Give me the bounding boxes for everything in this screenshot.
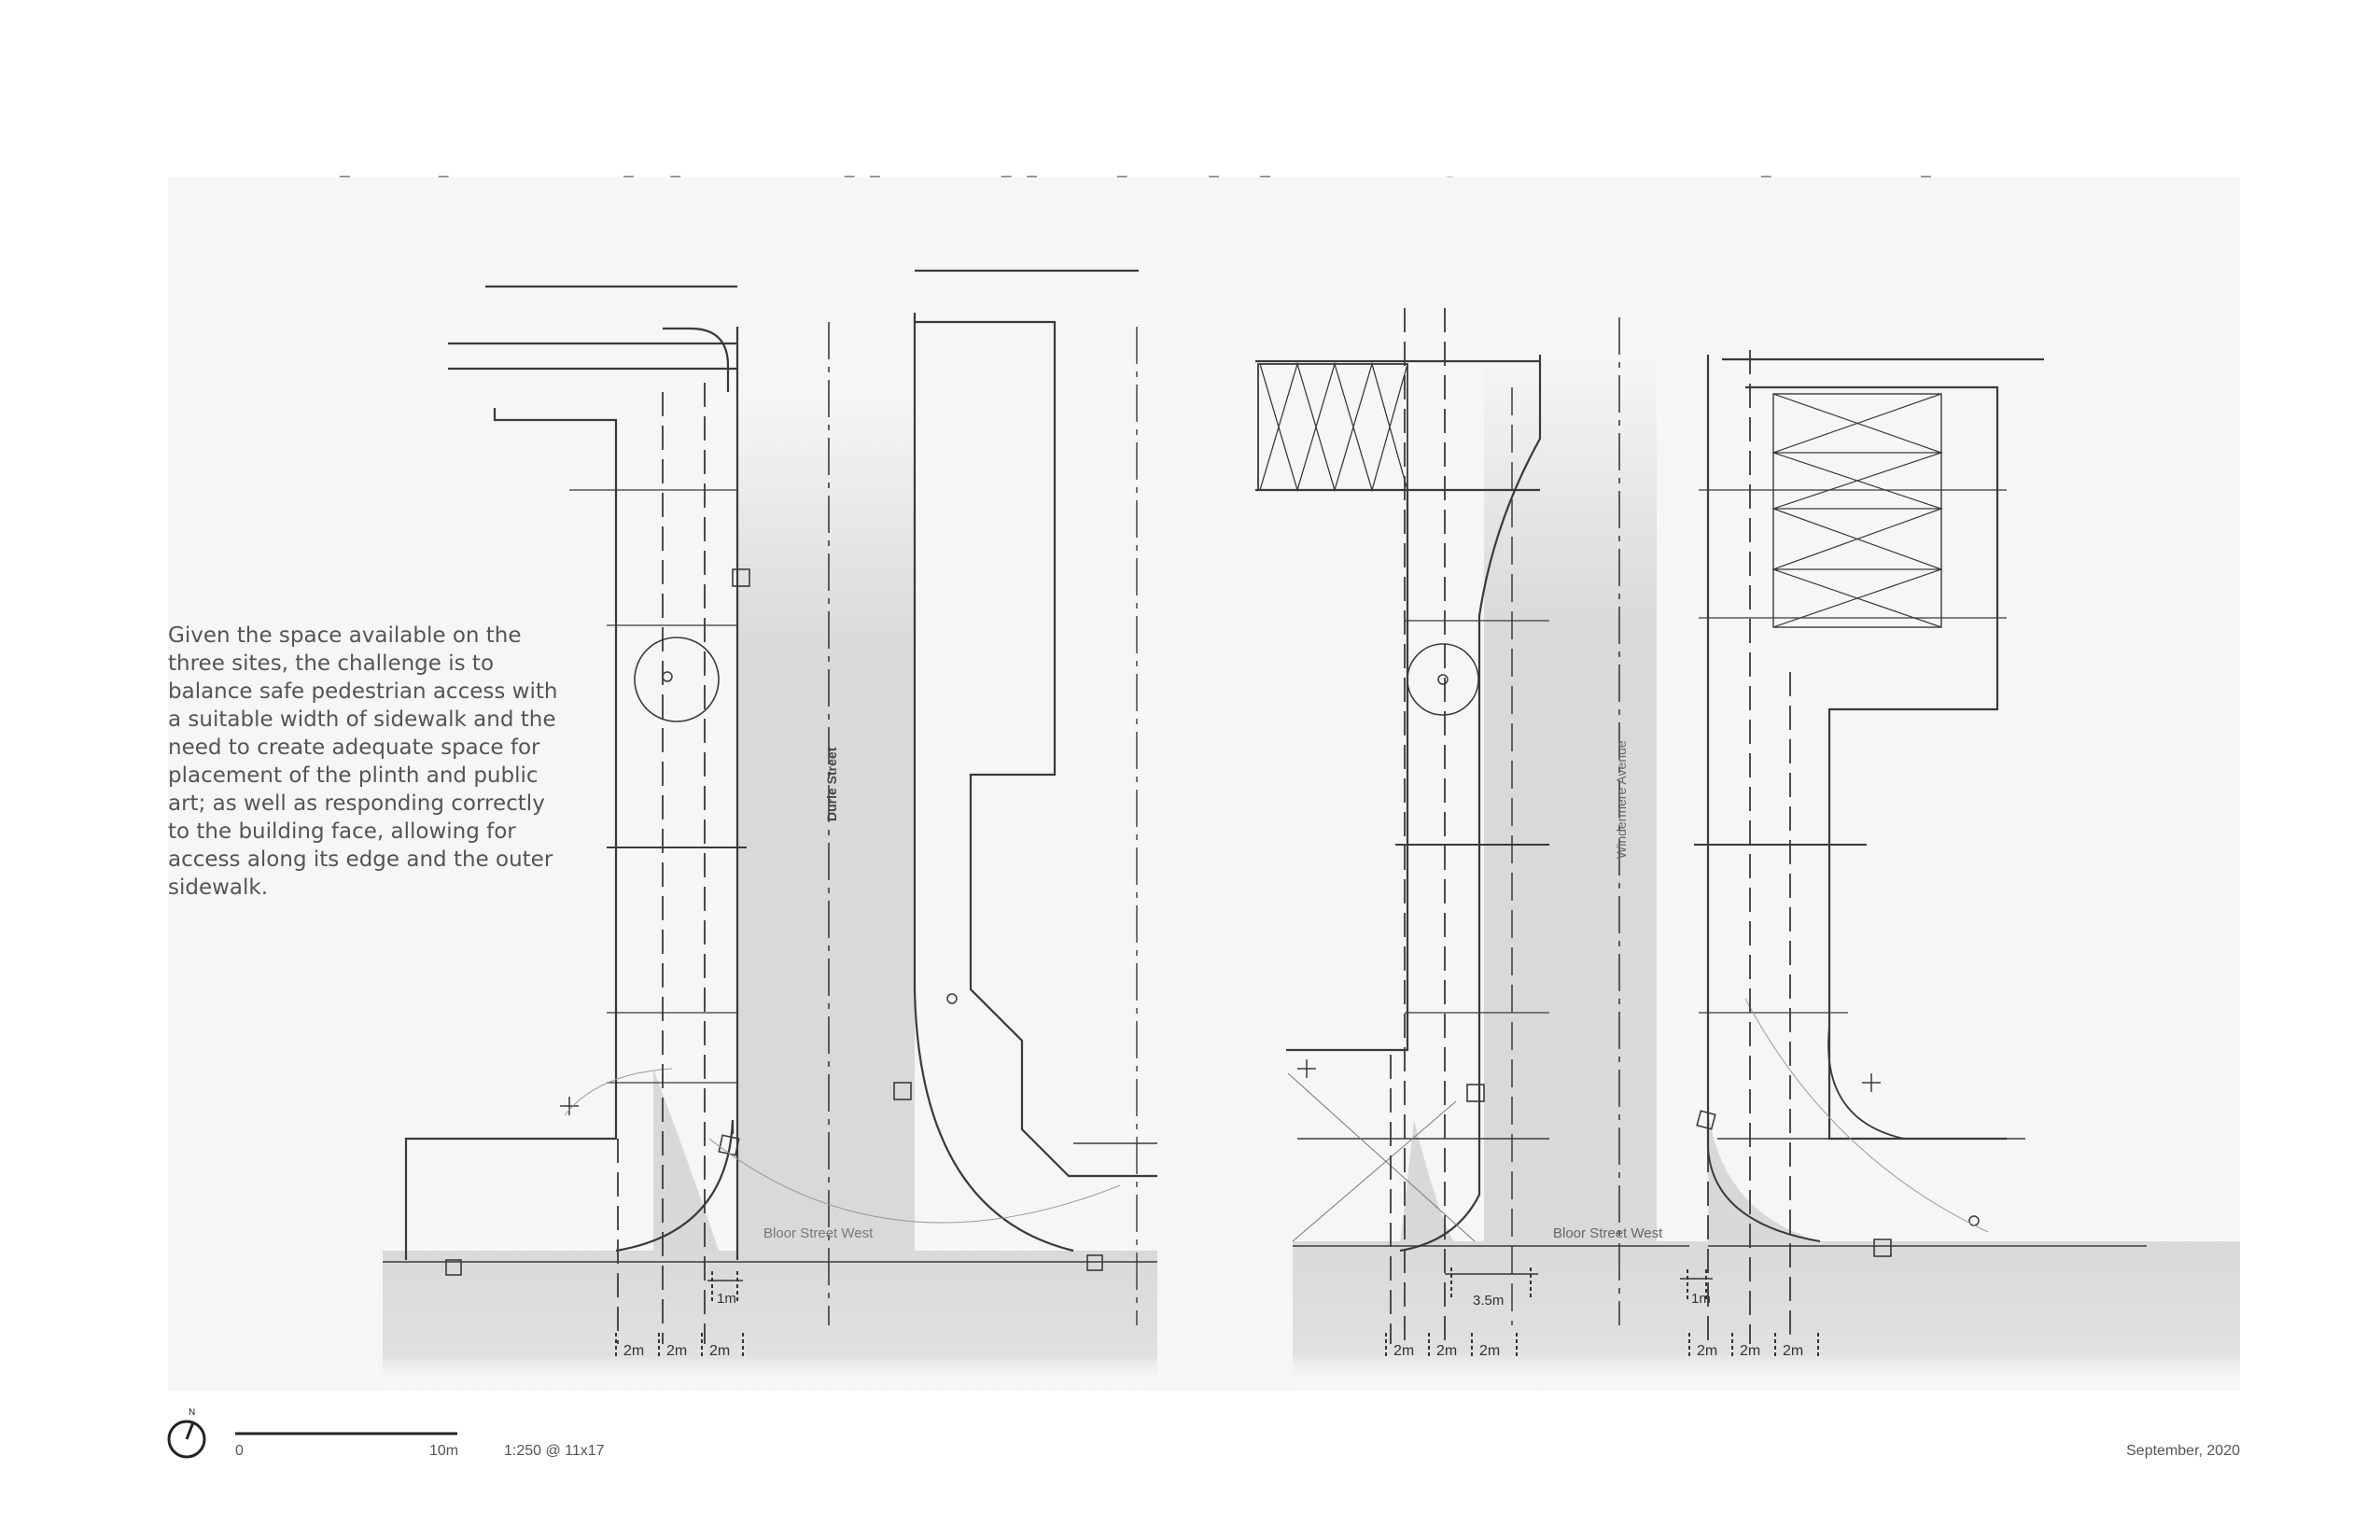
site-3-band-3-label: 2m (1783, 1343, 1803, 1359)
site-2-band-3-label: 2m (1479, 1343, 1500, 1359)
bloor-street-fill (383, 1241, 2240, 1391)
dimension-ticks (615, 1267, 1819, 1359)
durie-street-road (737, 392, 915, 1251)
description-text: Given the space available on the three s… (168, 623, 558, 900)
dimension-lines (707, 1273, 1713, 1281)
site-2-band-1-label: 2m (1393, 1343, 1414, 1359)
dimension-labels: 2m 2m 2m 1m 2m 2m 2m 3.5m 2m 2m 2m 1m (623, 1291, 1803, 1359)
scale-start-label: 0 (235, 1443, 244, 1459)
site-3-band-1-label: 2m (1697, 1343, 1717, 1359)
site-2-lines (1255, 355, 1689, 1325)
street-label-windermere: Windermere Avenue (1614, 740, 1629, 859)
north-arrow-icon (167, 1420, 206, 1459)
road-surfaces (737, 355, 1657, 1251)
corner-shading (653, 1069, 1820, 1251)
scale-ratio-label: 1:250 @ 11x17 (504, 1443, 605, 1459)
scale-end-label: 10m (429, 1443, 459, 1459)
scan-background (168, 177, 2240, 1391)
street-label-bloor-left: Bloor Street West (763, 1225, 874, 1241)
site-3-curb-label: 1m (1691, 1291, 1711, 1307)
site-3-lines (1694, 355, 2147, 1257)
site-1-curb-label: 1m (717, 1291, 736, 1307)
windermere-avenue-road (1484, 355, 1657, 1251)
site-2-road-label: 3.5m (1473, 1293, 1504, 1309)
site-3-band-2-label: 2m (1740, 1343, 1760, 1359)
site-3-band-lines (1707, 350, 1791, 1344)
street-label-bloor-right: Bloor Street West (1553, 1225, 1663, 1241)
site-1-band-1-label: 2m (623, 1343, 644, 1359)
street-label-durie: Durie Street (824, 747, 839, 821)
site-2-band-lines (1390, 308, 1446, 1344)
site-1-band-3-label: 2m (709, 1343, 730, 1359)
north-label: N (189, 1407, 195, 1418)
site-1-band-2-label: 2m (666, 1343, 687, 1359)
site-1-band-lines (617, 383, 706, 1344)
site-2-band-2-label: 2m (1436, 1343, 1457, 1359)
durie-street-lines (708, 269, 1157, 1325)
date-label: September, 2020 (2126, 1443, 2240, 1459)
